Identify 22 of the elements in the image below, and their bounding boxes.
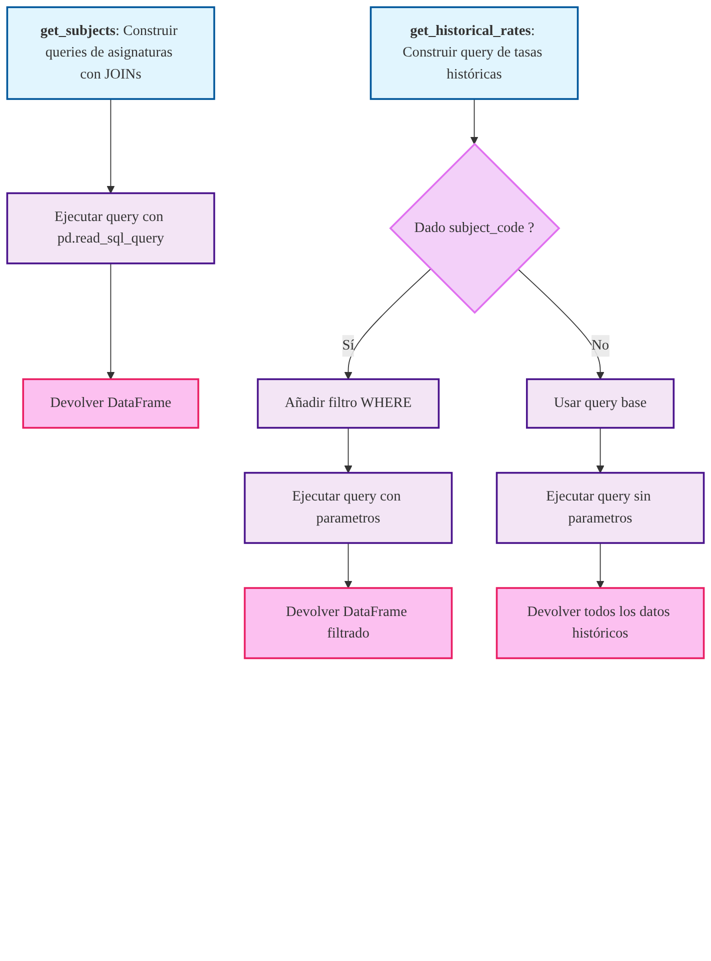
arrow xyxy=(596,427,604,474)
node-box: Devolver DataFrame filtrado xyxy=(244,587,453,660)
node-box: get_historical_rates: Construir query de tasas históricas xyxy=(370,6,579,100)
node-box: Ejecutar query con pd.read_sql_query xyxy=(6,192,216,264)
node-diamond: Dado subject_code ? xyxy=(389,142,560,314)
arrow xyxy=(470,98,478,144)
arrow xyxy=(344,542,352,588)
arrow xyxy=(344,427,352,474)
arrow xyxy=(596,542,604,588)
node-box: Usar query base xyxy=(526,378,675,429)
node-box: Devolver todos los datos históricos xyxy=(496,587,705,660)
node-box: Devolver DataFrame xyxy=(22,378,200,429)
node-box: Ejecutar query sin parametros xyxy=(496,472,705,544)
arrow xyxy=(106,262,115,380)
arrow xyxy=(106,98,115,194)
arrow xyxy=(344,268,432,380)
node-box: get_subjects: Construir queries de asignaturas con JOINs xyxy=(6,6,216,100)
edge-label: Sí xyxy=(342,338,354,354)
node-box: Ejecutar query con parametros xyxy=(244,472,453,544)
arrow xyxy=(517,268,604,380)
node-box: Añadir filtro WHERE xyxy=(256,378,440,429)
edge-label: No xyxy=(591,338,610,354)
